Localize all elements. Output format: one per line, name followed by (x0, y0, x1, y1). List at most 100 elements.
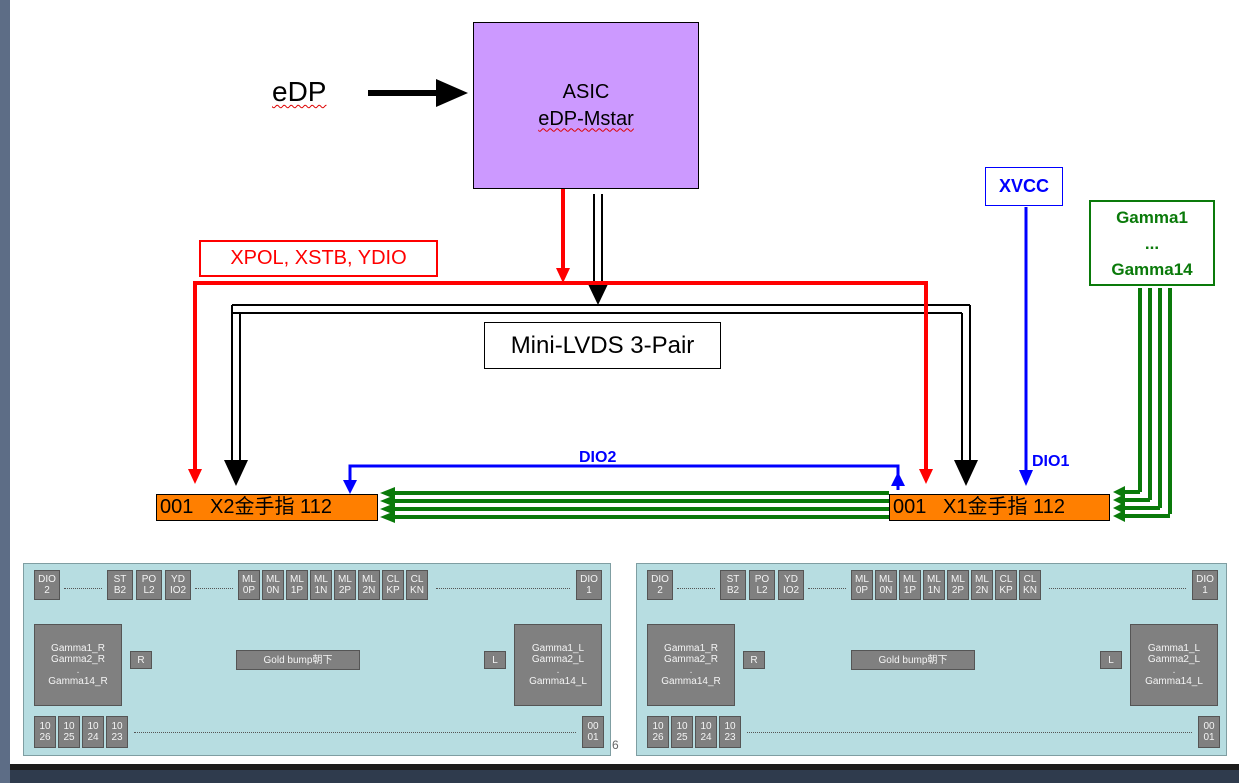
pad-bottom-3-text-l2: 23 (724, 732, 736, 743)
r-pad: R (743, 651, 765, 669)
pad-top-2-text-l2: L2 (143, 585, 155, 596)
pad-top-8-text-l2: 2P (338, 585, 352, 596)
page-digit: 6 (612, 738, 619, 752)
pad-top-6-text-l2: 1P (290, 585, 304, 596)
pad-bottom-1-text-l2: 25 (676, 732, 688, 743)
green-gamma-bus (380, 288, 1172, 523)
pad-top-1-text-l2: B2 (113, 585, 127, 596)
pad-ellipsis-dots (436, 588, 570, 589)
pad-top-1-text-l1: ST (726, 574, 740, 585)
pad-top-1-text-l1: ST (113, 574, 127, 585)
pad-bottom-2-text-l1: 10 (700, 721, 712, 732)
pad-top-5-text-l2: 0N (879, 585, 893, 596)
l-pad-label: L (1108, 654, 1114, 666)
gamma-l-block-text-l1: Gamma1_L (1147, 643, 1201, 654)
pad-bottom-2-text-l2: 24 (87, 732, 99, 743)
pad-top-7-text-l1: ML (314, 574, 328, 585)
pad-dio1-text-l2: 1 (1202, 585, 1208, 596)
pad-top-3-text-l1: YD (171, 574, 185, 585)
gamma-r-block-text-l2: Gamma2_R (51, 654, 105, 665)
dio1-label: DIO1 (1032, 453, 1070, 470)
x2-gold-finger-connector: 001 X2金手指 112 (156, 494, 378, 521)
gamma-r-block-text-l1: Gamma1_R (51, 643, 105, 654)
pad-top-7-text-l2: 1N (314, 585, 328, 596)
pad-top-3-text-l2: IO2 (782, 585, 800, 596)
r-pad-label: R (137, 654, 145, 666)
pad-top-6-text-l1: ML (903, 574, 917, 585)
pad-top-5-text-l2: 0N (266, 585, 280, 596)
gamma-l-block-text-l2: Gamma2_L (1147, 654, 1201, 665)
mini-lvds-bus (224, 194, 978, 486)
pad-dio1-text-l2: 1 (586, 585, 592, 596)
pad-dio1-text-l1: DIO (1196, 574, 1214, 585)
pad-top-4-text-l1: ML (855, 574, 869, 585)
pad-top-2-text-l2: L2 (756, 585, 768, 596)
pad-ellipsis-dots (808, 588, 846, 589)
pad-ellipsis-dots (747, 732, 1192, 733)
gamma-l-block-text-l4: Gamma14_L (1145, 676, 1203, 687)
pad-dio2-text-l1: DIO (651, 574, 669, 585)
pad-top-8-text-l2: 2P (951, 585, 965, 596)
pad-top-7-text-l2: 1N (927, 585, 941, 596)
pad-bottom-1-text-l1: 10 (63, 721, 75, 732)
asic-block: ASIC eDP-Mstar (473, 22, 699, 189)
pad-top-8-text-l1: ML (338, 574, 352, 585)
pad-bottom-3-text-l1: 10 (724, 721, 736, 732)
gold-bump-text: Gold bump朝下 (263, 654, 333, 666)
pad-top-4-text-l2: 0P (855, 585, 869, 596)
r-pad-label: R (750, 654, 758, 666)
pad-top-4-text-l1: ML (242, 574, 256, 585)
window-left-border (0, 0, 10, 783)
gamma-l-block-text-l3: . (556, 665, 560, 676)
red-signal-label-box: XPOL, XSTB, YDIO (199, 240, 438, 277)
l-pad: L (484, 651, 506, 669)
edp-input-label: eDP (272, 76, 327, 107)
pad-ellipsis-dots (195, 588, 233, 589)
window-bottom-border (10, 770, 1239, 783)
pad-top-6-text-l2: 1P (903, 585, 917, 596)
pad-top-2-text-l1: PO (141, 574, 157, 585)
pad-bottom-4-text-l2: 01 (1203, 732, 1215, 743)
pad-ellipsis-dots (677, 588, 715, 589)
pad-dio2-text-l1: DIO (38, 574, 56, 585)
pad-bottom-4-text-l2: 01 (587, 732, 599, 743)
pad-bottom-4-text-l1: 00 (1203, 721, 1215, 732)
x1-gold-finger-connector: 001 X1金手指 112 (889, 494, 1110, 521)
pad-top-9-text-l2: 2N (362, 585, 376, 596)
pad-top-9-text-l1: ML (362, 574, 376, 585)
pad-top-11-text-l2: KN (1023, 585, 1037, 596)
pad-top-10-text-l1: CL (999, 574, 1013, 585)
pad-top-11-text-l2: KN (410, 585, 424, 596)
blue-lines (343, 207, 1033, 494)
pad-bottom-0-text-l2: 26 (652, 732, 664, 743)
gamma-r-block-text-l4: Gamma14_R (48, 676, 108, 687)
pad-bottom-0-text-l1: 10 (652, 721, 664, 732)
xvcc-label-box: XVCC (985, 167, 1063, 206)
pad-ellipsis-dots (64, 588, 102, 589)
